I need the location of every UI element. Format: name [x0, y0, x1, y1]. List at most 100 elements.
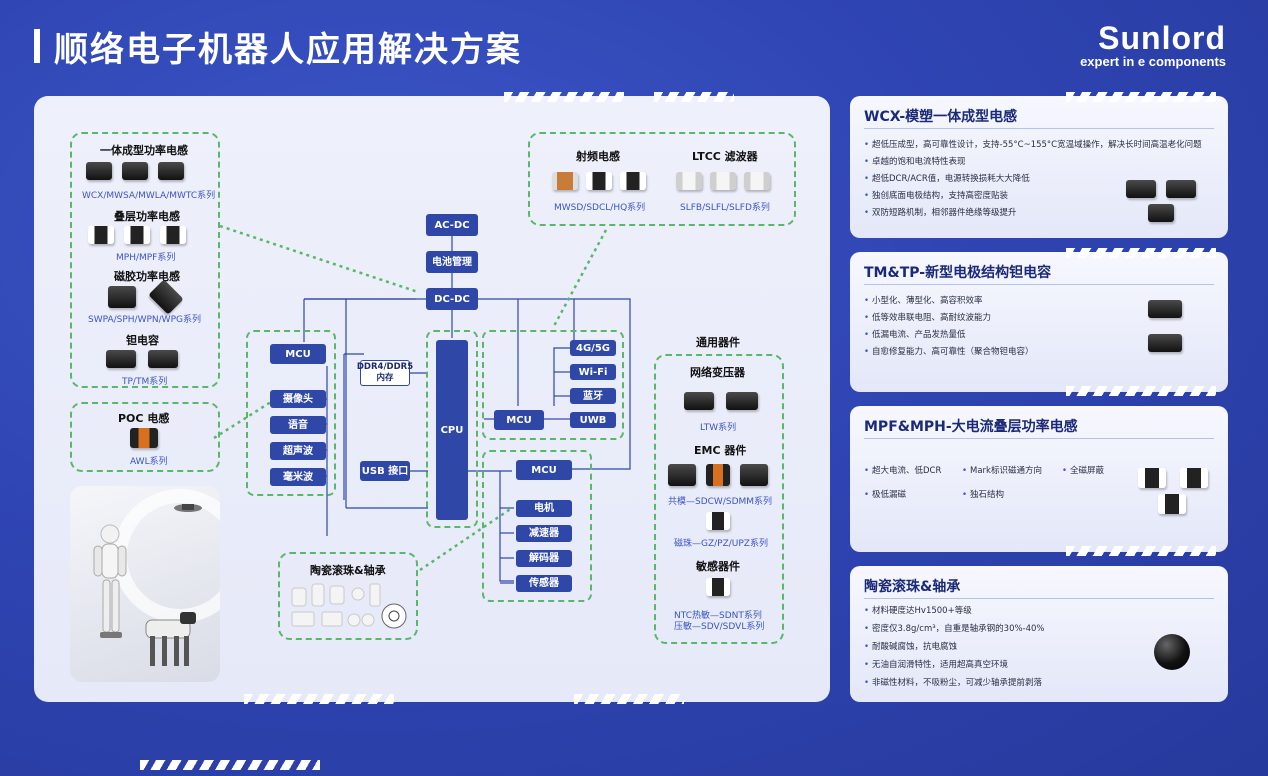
group-caption: WCX/MWSA/MWLA/MWTC系列 [82, 191, 216, 201]
group-title: LTCC 滤波器 [692, 150, 758, 163]
wcx-inductor-icon [1166, 180, 1196, 198]
card-bullet: 超大电流、低DCR [864, 464, 941, 476]
decor-stripes [1066, 546, 1216, 556]
motion-group [482, 450, 592, 602]
card-bullet: 双防短路机制，相邻器件绝缘等级提升 [864, 206, 1017, 218]
group-title: 磁胶功率电感 [114, 270, 180, 283]
general-components-group [654, 354, 784, 644]
poc-inductor-group [70, 402, 220, 472]
group-caption: 共模—SDCW/SDMM系列 [668, 497, 773, 507]
group-caption: MPH/MPF系列 [116, 253, 176, 263]
cpu-block[interactable]: CPU [436, 340, 468, 520]
rf-ltcc-group [528, 132, 796, 226]
motor-block[interactable]: 电机 [516, 500, 572, 517]
usb-interface-block[interactable]: USB 接口 [360, 461, 410, 481]
emc-choke-icon [740, 464, 768, 486]
wcx-inductor-icon [1148, 204, 1174, 222]
decor-stripes [504, 92, 624, 102]
ceramic-parts-icon [291, 583, 407, 629]
wcx-inductor-icon [1126, 180, 1156, 198]
comms-group [482, 330, 624, 440]
power-components-group [70, 132, 220, 388]
card-bullet: 低漏电流、产品发热量低 [864, 328, 966, 340]
mmwave-block[interactable]: 毫米波 [270, 468, 326, 486]
camera-block[interactable]: 摄像头 [270, 390, 326, 408]
ferrite-bead-icon [706, 512, 730, 530]
card-divider [864, 438, 1214, 439]
wifi-block[interactable]: Wi-Fi [570, 364, 616, 380]
decor-stripes [140, 760, 320, 770]
group-caption: NTC热敏—SDNT系列 [674, 611, 762, 621]
card-bullet: 独石结构 [962, 488, 1004, 500]
mpf-inductor-icon [1138, 468, 1166, 488]
inductor-chip-icon [158, 162, 184, 180]
mpf-mph-inductor-card[interactable]: MPF&MPH-大电流叠层功率电感 超大电流、低DCR Mark标识磁通方向 全… [850, 406, 1228, 556]
decor-stripes [244, 694, 394, 704]
group-title: 叠层功率电感 [114, 210, 180, 223]
poc-inductor-icon [130, 428, 158, 448]
wcx-inductor-card[interactable]: WCX-模塑一体成型电感 超低压成型，高可靠性设计，支持-55°C~155°C宽… [850, 92, 1228, 238]
robot-illustration [70, 486, 220, 682]
sunlord-logo[interactable]: Sunlord expert in e components [1080, 22, 1226, 69]
ceramic-bearing-group [278, 552, 418, 640]
mpf-inductor-icon [1158, 494, 1186, 514]
card-title: WCX-模塑一体成型电感 [864, 109, 1018, 125]
mpf-inductor-icon [1180, 468, 1208, 488]
card-bullet: 独创底面电极结构，支持高密度贴装 [864, 189, 1008, 201]
robot-image [93, 489, 220, 666]
inductor-chip-icon [108, 286, 136, 308]
group-caption: SLFB/SLFL/SLFD系列 [680, 203, 770, 213]
card-bullet: 全磁屏蔽 [1062, 464, 1104, 476]
inductor-chip-icon [88, 226, 114, 244]
ddr-memory-block[interactable]: DDR4/DDR5 内存 [357, 360, 413, 386]
group-caption: 磁珠—GZ/PZ/UPZ系列 [674, 539, 768, 549]
battery-management-block[interactable]: 电池管理 [426, 251, 478, 273]
4g-5g-block[interactable]: 4G/5G [570, 340, 616, 356]
page-header: 顺络电子机器人应用解决方案 [34, 26, 522, 70]
group-caption: SWPA/SPH/WPN/WPG系列 [88, 315, 201, 325]
ceramic-ball-icon [1154, 634, 1190, 670]
decor-stripes [654, 92, 734, 102]
card-bullet: 材料硬度达Hv1500+等级 [864, 604, 972, 616]
rf-inductor-icon [620, 172, 646, 190]
group-caption: TP/TM系列 [122, 377, 168, 387]
reducer-block[interactable]: 减速器 [516, 525, 572, 542]
mcu-comms-block[interactable]: MCU [494, 410, 544, 430]
capacitor-chip-icon [106, 350, 136, 368]
uwb-block[interactable]: UWB [570, 412, 616, 428]
tantalum-capacitor-card[interactable]: TM&TP-新型电极结构钽电容 小型化、薄型化、高容积效率 低等效串联电阻、高耐… [850, 248, 1228, 396]
group-title: 敏感器件 [696, 560, 740, 573]
card-bullet: 密度仅3.8g/cm³，自重是轴承钢的30%-40% [864, 622, 1045, 634]
ltcc-filter-icon [744, 172, 770, 190]
network-transformer-icon [684, 392, 714, 410]
ceramic-bearing-card[interactable]: 陶瓷滚珠&轴承 材料硬度达Hv1500+等级 密度仅3.8g/cm³，自重是轴承… [850, 566, 1228, 702]
card-bullet: Mark标识磁通方向 [962, 464, 1042, 476]
card-bullet: 极低漏磁 [864, 488, 906, 500]
group-caption: 压敏—SDV/SDVL系列 [674, 622, 765, 632]
decor-stripes [1066, 248, 1216, 258]
voice-block[interactable]: 语音 [270, 416, 326, 434]
card-divider [864, 128, 1214, 129]
mcu-left-block[interactable]: MCU [270, 344, 326, 364]
card-title: 陶瓷滚珠&轴承 [864, 579, 961, 595]
inductor-chip-icon [122, 162, 148, 180]
group-title: 一体成型功率电感 [100, 144, 188, 157]
dc-dc-block[interactable]: DC-DC [426, 288, 478, 310]
mcu-motion-block[interactable]: MCU [516, 460, 572, 480]
ac-dc-block[interactable]: AC-DC [426, 214, 478, 236]
group-caption: AWL系列 [130, 457, 168, 467]
rf-inductor-icon [552, 172, 578, 190]
page-title: 顺络电子机器人应用解决方案 [54, 29, 522, 70]
emc-choke-icon [668, 464, 696, 486]
card-bullet: 自愈修复能力、高可靠性（聚合物钽电容） [864, 345, 1034, 357]
card-bullet: 卓越的饱和电流特性表现 [864, 155, 966, 167]
group-title: 网络变压器 [690, 366, 745, 379]
card-bullet: 小型化、薄型化、高容积效率 [864, 294, 983, 306]
encoder-block[interactable]: 解码器 [516, 550, 572, 567]
group-title: POC 电感 [118, 412, 170, 425]
ultrasonic-block[interactable]: 超声波 [270, 442, 326, 460]
bluetooth-block[interactable]: 蓝牙 [570, 388, 616, 404]
solution-diagram-panel: 一体成型功率电感 WCX/MWSA/MWLA/MWTC系列 叠层功率电感 MPH… [34, 92, 830, 704]
group-title: 通用器件 [696, 336, 740, 349]
sensor-block[interactable]: 传感器 [516, 575, 572, 592]
